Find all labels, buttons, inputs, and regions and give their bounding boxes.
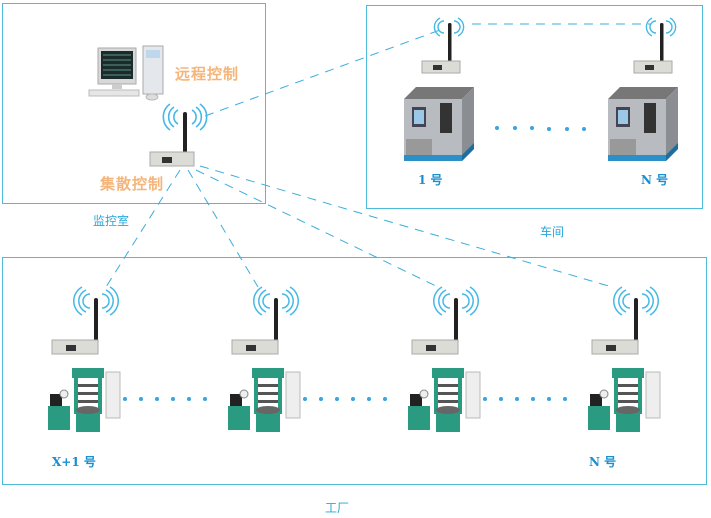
- factory-press-4-icon: [588, 286, 661, 432]
- environmental-chamber-n-icon: [608, 87, 678, 161]
- factory-press-1-icon: [48, 286, 121, 432]
- workshop-module-1-icon: [421, 17, 465, 74]
- link-hub-to-factory-4: [199, 165, 613, 288]
- link-hub-to-workshop-1: [204, 29, 441, 117]
- computer-icon: [88, 45, 164, 101]
- distributed-control-label: 集散控制: [100, 175, 165, 193]
- factory-unit-n-label: N 号: [589, 455, 617, 469]
- workshop-ellipsis: [495, 126, 586, 131]
- link-hub-to-factory-1: [105, 169, 181, 288]
- control-room-label: 监控室: [93, 214, 130, 228]
- remote-control-label: 远程控制: [175, 65, 240, 83]
- factory-area: [2, 257, 707, 485]
- factory-press-3-icon: [408, 286, 481, 432]
- link-hub-to-factory-2: [187, 169, 259, 288]
- factory-label: 工厂: [325, 501, 350, 515]
- workshop-unit-1-label: 1 号: [418, 173, 443, 187]
- control-room-area: [2, 3, 266, 204]
- factory-press-2-icon: [228, 286, 301, 432]
- environmental-chamber-1-icon: [404, 87, 474, 161]
- factory-unit-x1-label: X+1 号: [52, 455, 96, 469]
- workshop-area: [366, 5, 703, 209]
- workshop-unit-n-label: N 号: [641, 173, 669, 187]
- factory-ellipsis: [123, 397, 567, 401]
- workshop-module-n-icon: [633, 17, 677, 74]
- link-hub-to-factory-3: [195, 169, 439, 288]
- workshop-label: 车间: [540, 225, 565, 239]
- hub-wireless-module-icon: [149, 103, 208, 167]
